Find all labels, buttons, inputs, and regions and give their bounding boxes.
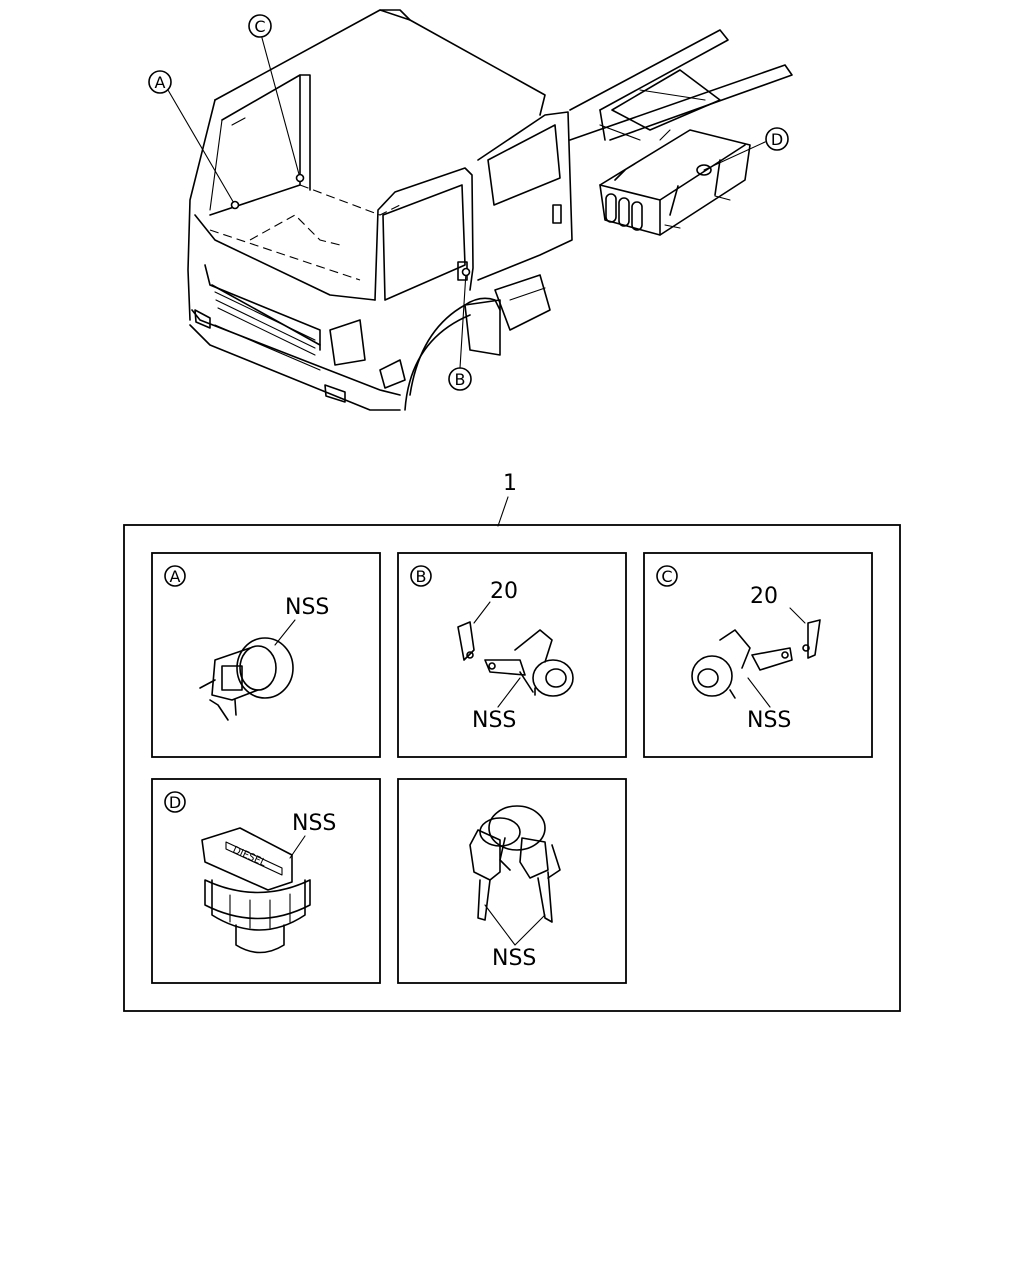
panel-c-letter: C — [661, 567, 672, 586]
panel-c: C 20 NSS — [643, 552, 873, 758]
callout-d-text: D — [771, 130, 783, 149]
panel-c-label-nss: NSS — [747, 708, 791, 733]
group-box — [123, 524, 901, 1012]
callout-a: A — [148, 70, 172, 94]
panel-d-letter: D — [169, 793, 181, 812]
panel-a-label-nss: NSS — [285, 595, 329, 620]
lock-cylinder-a — [199, 637, 294, 721]
panel-d-label-nss: NSS — [292, 811, 336, 836]
fuel-cap: DIESEL — [201, 827, 311, 954]
callout-a-text: A — [155, 73, 166, 92]
callout-c-text: C — [254, 17, 265, 36]
callout-b: B — [448, 367, 472, 391]
callout-c: C — [248, 14, 272, 38]
retainer-clip-b — [457, 621, 475, 661]
retainer-clip-c — [802, 619, 821, 659]
panel-b-letter: B — [416, 567, 427, 586]
panel-b: B 20 NSS — [397, 552, 627, 758]
group-leader-line — [497, 496, 509, 527]
panel-a-letter: A — [170, 567, 181, 586]
truck-illustration — [167, 9, 793, 411]
panel-b-label-20: 20 — [490, 579, 518, 604]
fuel-cap-text: DIESEL — [231, 845, 268, 870]
lock-cylinder-c — [691, 629, 793, 699]
callout-b-text: B — [455, 370, 466, 389]
panel-b-label-nss: NSS — [472, 708, 516, 733]
panel-a: A NSS — [151, 552, 381, 758]
lock-cylinder-b — [484, 629, 574, 697]
panel-c-label-20: 20 — [750, 584, 778, 609]
panel-d: D NSS DIESEL — [151, 778, 381, 984]
key-set — [469, 805, 561, 923]
panel-keys-label-nss: NSS — [492, 946, 536, 971]
panel-keys: NSS — [397, 778, 627, 984]
group-number: 1 — [503, 471, 517, 496]
callout-d: D — [765, 127, 789, 151]
